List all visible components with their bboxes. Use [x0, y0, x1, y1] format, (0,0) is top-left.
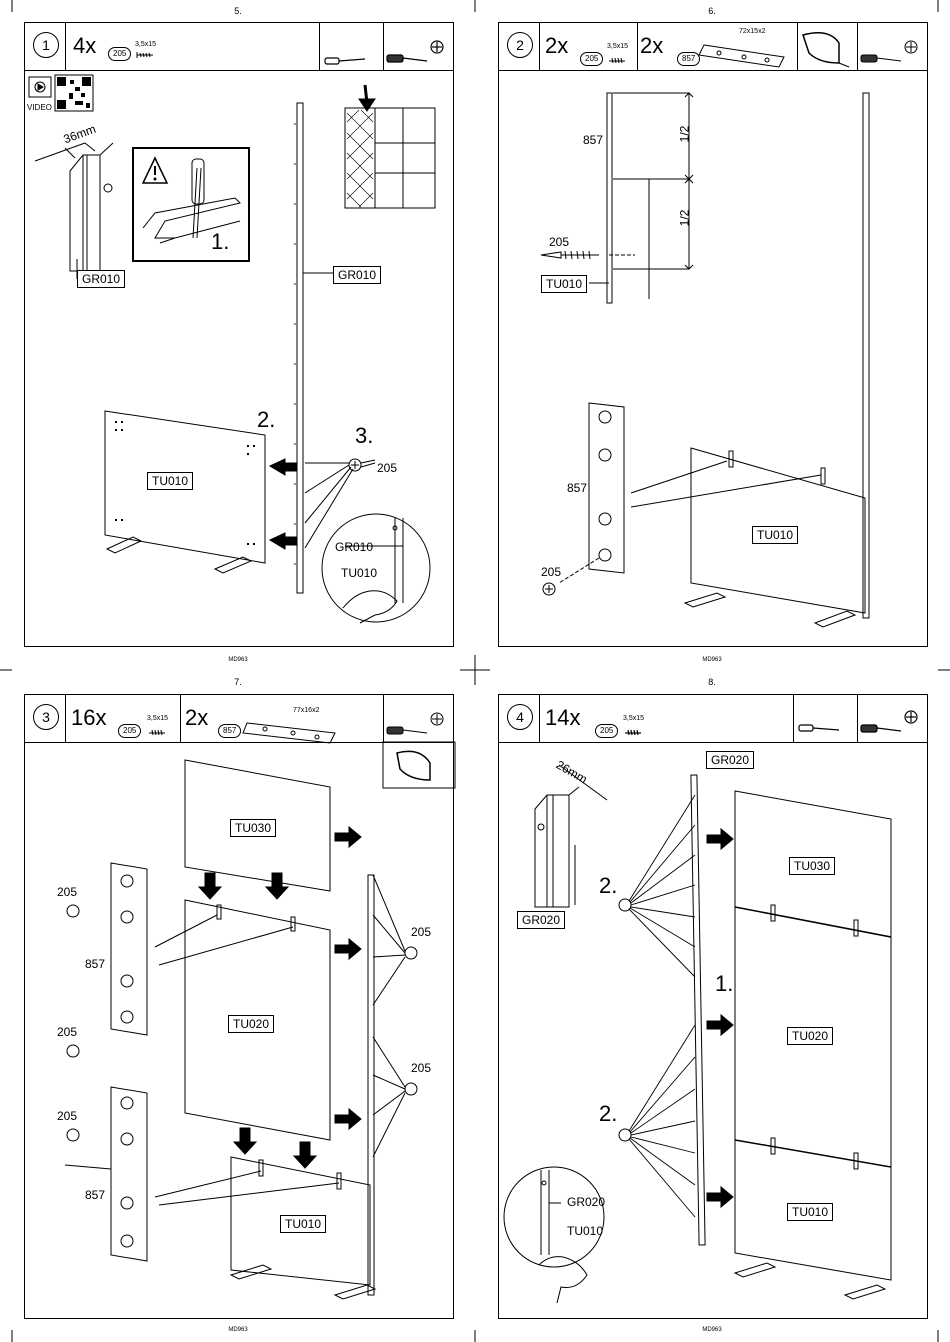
- part-number: 205: [118, 724, 142, 738]
- step4-drawing: [503, 764, 892, 1304]
- label-gr010: GR010: [333, 266, 382, 284]
- tools-icons: [625, 710, 918, 736]
- number-205: 205: [57, 1025, 78, 1039]
- number-205: 205: [57, 1109, 78, 1123]
- footer-code: MD963: [228, 1327, 248, 1333]
- number-857: 857: [85, 1188, 106, 1202]
- number-205: 205: [541, 565, 562, 579]
- screw-size: 3,5x15: [607, 43, 629, 50]
- quantity: 14x: [545, 705, 581, 730]
- marker-2: 2.: [257, 407, 276, 432]
- label-tu020: TU020: [787, 1027, 834, 1045]
- step-number: 2: [507, 32, 533, 58]
- tools-icons: [609, 32, 918, 68]
- footer-code: MD963: [702, 1327, 722, 1333]
- label-tu010: TU010: [147, 472, 194, 490]
- label-tu010: TU010: [787, 1203, 834, 1221]
- quantity: 2x: [545, 33, 569, 58]
- number-857: 857: [583, 133, 604, 147]
- step-panel-1: 1 4x 205 3,5x15 VIDEO: [24, 22, 454, 647]
- part-number: 205: [580, 52, 604, 66]
- marker-3: 3.: [355, 423, 374, 448]
- step-header: 2 2x 205 3,5x15 2x 857 72x15x2: [499, 23, 927, 71]
- label-gr020: GR020: [517, 911, 566, 929]
- marker-1: 1.: [715, 971, 734, 996]
- quantity: 4x: [73, 33, 97, 58]
- screwdriver-icon: [324, 40, 444, 65]
- step2-drawing: [540, 92, 870, 628]
- label-tu020: TU020: [228, 1015, 275, 1033]
- step-panel-4: 4 14x 205 3,5x15: [498, 694, 928, 1319]
- step-number: 4: [507, 704, 533, 730]
- label-tu010: TU010: [280, 1215, 327, 1233]
- step-panel-3: 3 16x 205 3,5x15 2x 857 77x16x2: [24, 694, 456, 1319]
- page-number: 5.: [234, 6, 242, 16]
- tools-icons: [149, 712, 456, 789]
- label-gr020-zoom: GR020: [567, 1195, 606, 1209]
- step1-drawing: [28, 74, 436, 624]
- marker-2: 2.: [599, 873, 618, 898]
- label-gr010: GR010: [77, 270, 126, 288]
- step-header: 1 4x 205 3,5x15: [25, 23, 453, 71]
- marker-2: 2.: [599, 1101, 618, 1126]
- part-number: 205: [595, 724, 619, 738]
- step-header: 3 16x 205 3,5x15 2x 857 77x16x2: [25, 695, 456, 789]
- label-gr010-zoom: GR010: [335, 540, 374, 554]
- step3-drawing: [64, 759, 418, 1300]
- step-panel-2: 2 2x 205 3,5x15 2x 857 72x15x2: [498, 22, 928, 647]
- number-205: 205: [411, 925, 432, 939]
- step-header: 4 14x 205 3,5x15: [499, 695, 927, 743]
- number-857: 857: [567, 481, 588, 495]
- label-tu010: TU010: [541, 275, 588, 293]
- page-number: 8.: [708, 677, 716, 687]
- step-number: 3: [33, 704, 59, 730]
- part-number: 857: [218, 724, 242, 738]
- quantity: 2x: [640, 33, 664, 58]
- label-tu010-zoom: TU010: [341, 566, 378, 580]
- screw-icon: [136, 52, 153, 58]
- footer-code: MD963: [228, 657, 248, 663]
- label-tu010-zoom: TU010: [567, 1224, 604, 1238]
- plate-size: 77x16x2: [293, 707, 320, 714]
- fraction-half: 1/2: [677, 125, 692, 143]
- plate-size: 72x15x2: [739, 28, 766, 35]
- number-205: 205: [57, 885, 78, 899]
- label-tu030: TU030: [789, 857, 836, 875]
- quantity: 2x: [185, 705, 209, 730]
- label-tu030: TU030: [230, 819, 277, 837]
- number-857: 857: [85, 957, 106, 971]
- marker-1: 1.: [211, 229, 230, 254]
- quantity: 16x: [71, 705, 107, 730]
- video-label: VIDEO: [27, 103, 52, 112]
- page-number: 7.: [234, 677, 242, 687]
- label-gr020: GR020: [706, 751, 755, 769]
- page-number: 6.: [708, 6, 716, 16]
- label-tu010: TU010: [752, 526, 799, 544]
- number-205: 205: [549, 235, 570, 249]
- number-205: 205: [411, 1061, 432, 1075]
- screw-size: 3,5x15: [623, 715, 645, 722]
- fraction-half: 1/2: [677, 209, 692, 227]
- part-number: 205: [108, 47, 132, 61]
- screw-size: 3,5x15: [135, 41, 157, 48]
- footer-code: MD963: [702, 657, 722, 663]
- screw-size: 3,5x15: [147, 715, 169, 722]
- part-number: 857: [677, 52, 701, 66]
- step-number: 1: [33, 32, 59, 58]
- screw-callout: 205: [377, 461, 398, 475]
